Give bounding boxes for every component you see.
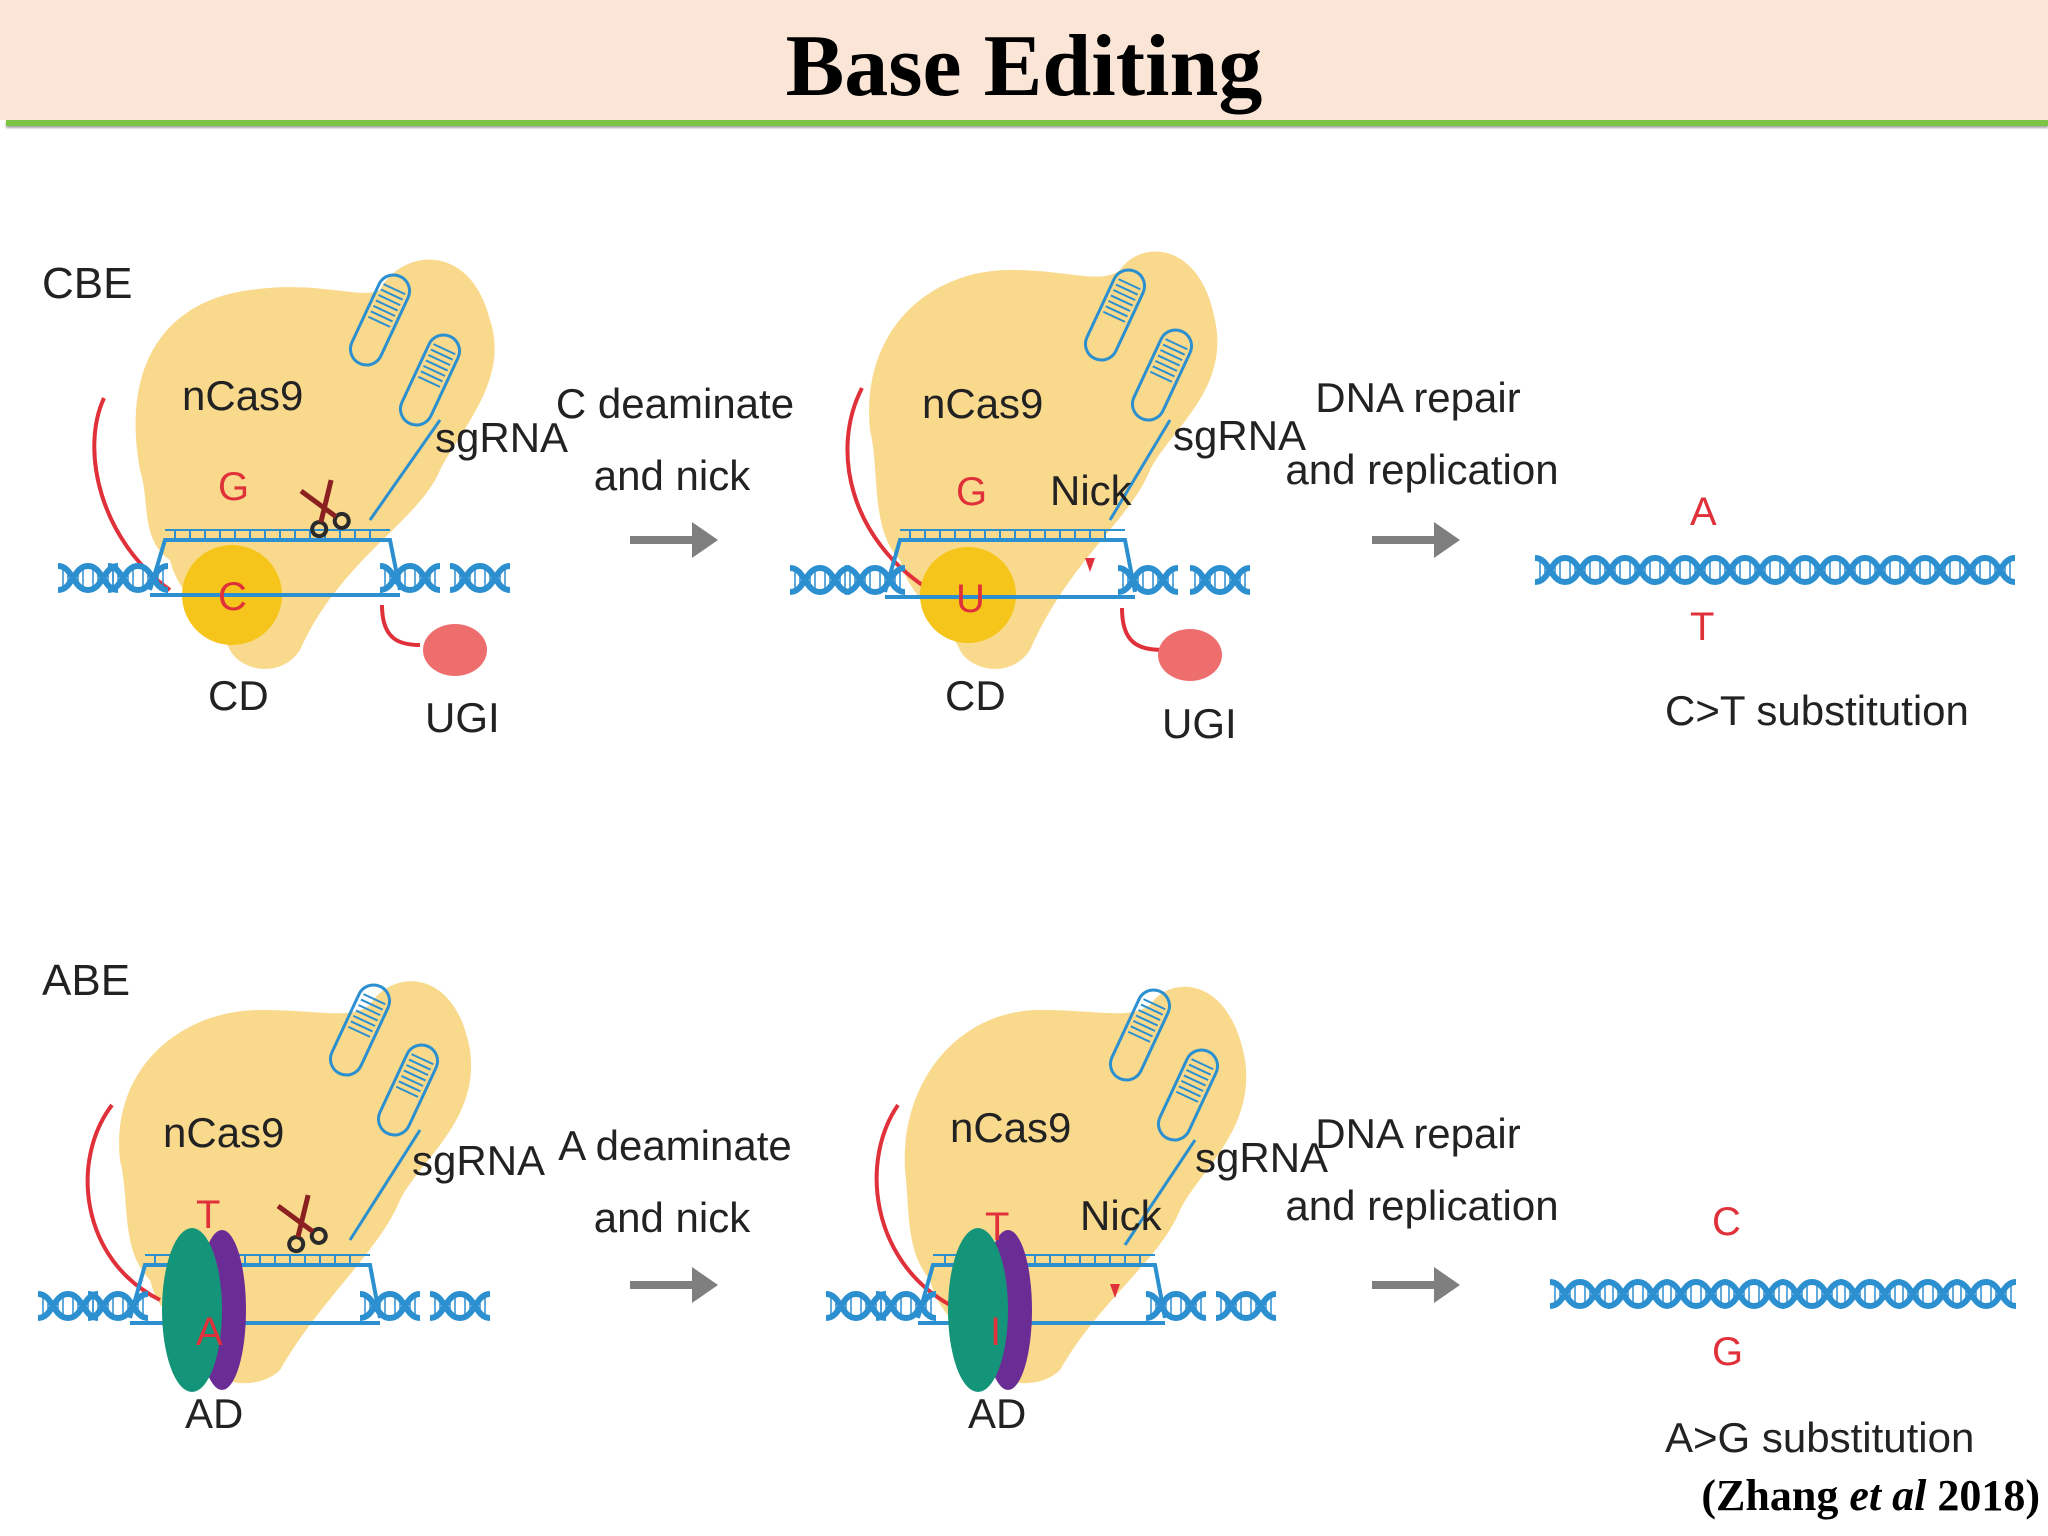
ad-green-subunit — [948, 1228, 1008, 1392]
ugi-label: UGI — [1162, 700, 1237, 747]
abe-editor-complex: nCas9 sgRNA T A AD — [38, 978, 545, 1437]
base-top: T — [985, 1205, 1009, 1249]
abe-nicked-complex: nCas9 sgRNA Nick T I AD — [826, 983, 1328, 1437]
citation-prefix: (Zhang — [1701, 1471, 1850, 1520]
arrow-icon — [630, 522, 718, 558]
dna-helix — [1535, 558, 2015, 582]
ugi-shape — [423, 624, 487, 676]
ncas9-label: nCas9 — [950, 1104, 1071, 1151]
step-label-line2: and replication — [1285, 446, 1558, 493]
nick-label: Nick — [1050, 467, 1133, 514]
ncas9-label: nCas9 — [182, 372, 303, 419]
sgrna-label: sgRNA — [1173, 412, 1306, 459]
base-top: C — [1712, 1200, 1741, 1244]
sgrna-hairpins — [343, 268, 467, 521]
cbe-nicked-complex: nCas9 sgRNA Nick G U CD UGI — [790, 251, 1306, 747]
ugi-linker — [380, 604, 421, 647]
citation-suffix: 2018) — [1926, 1471, 2040, 1520]
abe-result: C G A>G substitution — [1550, 1200, 2016, 1461]
arrow-icon — [630, 1267, 718, 1303]
step-label-line1: DNA repair — [1315, 1110, 1520, 1157]
dna-helix — [1550, 1282, 2016, 1306]
sgrna-label: sgRNA — [412, 1137, 545, 1184]
linker-line — [874, 1103, 951, 1307]
step-label-line2: and nick — [594, 1194, 751, 1241]
ugi-shape — [1158, 629, 1222, 681]
sgrna-label: sgRNA — [435, 414, 568, 461]
citation: (Zhang et al 2018) — [1701, 1470, 2040, 1521]
base-top: A — [1690, 490, 1717, 534]
citation-italic: et al — [1849, 1471, 1927, 1520]
cbe-editor-complex: nCas9 sgRNA G C CD UGI — [58, 259, 568, 741]
base-top: G — [956, 470, 987, 514]
sgrna-hairpins — [1078, 263, 1199, 521]
cbe-step2: DNA repair and replication — [1285, 374, 1559, 558]
base-bottom: C — [218, 575, 247, 619]
ugi-linker — [1120, 607, 1166, 652]
substitution-caption: C>T substitution — [1665, 687, 1969, 734]
cbe-step1: C deaminate and nick — [556, 380, 794, 558]
sgrna-hairpins — [1103, 983, 1225, 1246]
abe-step2: DNA repair and replication — [1285, 1110, 1559, 1303]
abe-label: ABE — [42, 956, 130, 1005]
base-bottom: U — [956, 577, 985, 621]
ad-green-subunit — [162, 1228, 222, 1392]
nick-marker — [1085, 558, 1095, 572]
cd-label: CD — [208, 672, 269, 719]
arrow-icon — [1372, 522, 1460, 558]
title-underline — [6, 120, 2048, 126]
step-label-line1: DNA repair — [1315, 374, 1520, 421]
cbe-label: CBE — [42, 259, 132, 308]
ncas9-protein-shape — [869, 251, 1218, 669]
step-label-line2: and nick — [594, 452, 751, 499]
linker-line — [85, 1103, 161, 1302]
base-bottom: T — [1690, 605, 1714, 649]
ugi-label: UGI — [425, 694, 500, 741]
substitution-caption: A>G substitution — [1665, 1414, 1974, 1461]
step-label-line1: A deaminate — [558, 1122, 792, 1169]
sgrna-hairpins — [323, 978, 445, 1241]
dna-helix — [790, 529, 1250, 599]
slide-title: Base Editing — [785, 18, 1263, 115]
base-bottom: A — [196, 1310, 223, 1354]
step-label-line2: and replication — [1285, 1182, 1558, 1229]
cbe-result: A T C>T substitution — [1535, 490, 2015, 734]
base-bottom: G — [1712, 1330, 1743, 1374]
base-top: G — [218, 465, 249, 509]
title-bar — [0, 0, 2048, 120]
ad-label: AD — [968, 1390, 1026, 1437]
ncas9-label: nCas9 — [922, 380, 1043, 427]
nick-label: Nick — [1080, 1192, 1163, 1239]
ad-label: AD — [185, 1390, 243, 1437]
sgrna-label: sgRNA — [1195, 1134, 1328, 1181]
nick-marker — [1110, 1284, 1120, 1298]
dna-helix — [58, 529, 510, 597]
base-bottom: I — [990, 1310, 1001, 1354]
abe-step1: A deaminate and nick — [558, 1122, 792, 1303]
cd-label: CD — [945, 672, 1006, 719]
arrow-icon — [1372, 1267, 1460, 1303]
ncas9-label: nCas9 — [163, 1109, 284, 1156]
base-top: T — [196, 1193, 220, 1237]
step-label-line1: C deaminate — [556, 380, 794, 427]
